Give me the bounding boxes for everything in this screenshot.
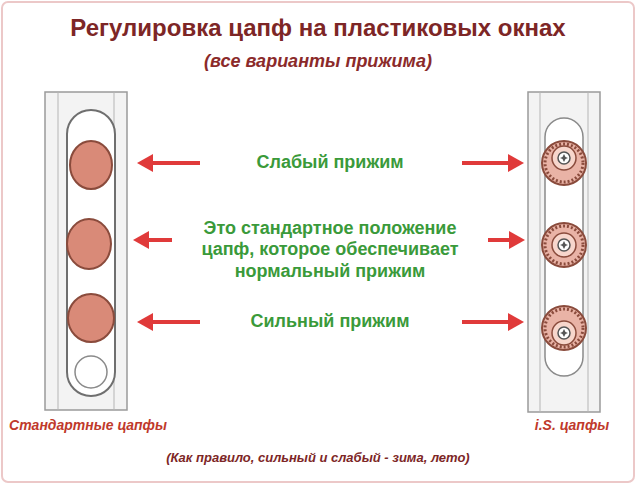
is-trunnions-label-box: i.S. цапфы — [517, 417, 627, 434]
weak-pressure-label-box: Слабый прижим — [205, 152, 455, 174]
is-trunnions-label: i.S. цапфы — [517, 417, 627, 434]
standard-position-note-box: Это стандартное положение цапф, которое … — [180, 218, 480, 283]
caption-box: (Как правило, сильный и слабый - зима, л… — [38, 450, 598, 466]
title-box: Регулировка цапф на пластиковых окнах — [8, 14, 628, 43]
standard-trunnions-label: Стандартные цапфы — [3, 417, 173, 434]
subtitle: (все варианты прижима) — [118, 51, 518, 73]
is-trunnion-strip — [528, 92, 600, 412]
caption: (Как правило, сильный и слабый - зима, л… — [38, 450, 598, 466]
standard-position-note: Это стандартное положение цапф, которое … — [180, 218, 480, 283]
subtitle-box: (все варианты прижима) — [118, 51, 518, 73]
pointer-arrows — [133, 154, 525, 331]
strong-pressure-label-box: Сильный прижим — [205, 311, 455, 333]
title: Регулировка цапф на пластиковых окнах — [8, 14, 628, 43]
strong-pressure-label: Сильный прижим — [205, 311, 455, 333]
weak-pressure-label: Слабый прижим — [205, 152, 455, 174]
standard-trunnion-strip — [45, 92, 127, 410]
standard-trunnions-label-box: Стандартные цапфы — [3, 417, 173, 434]
